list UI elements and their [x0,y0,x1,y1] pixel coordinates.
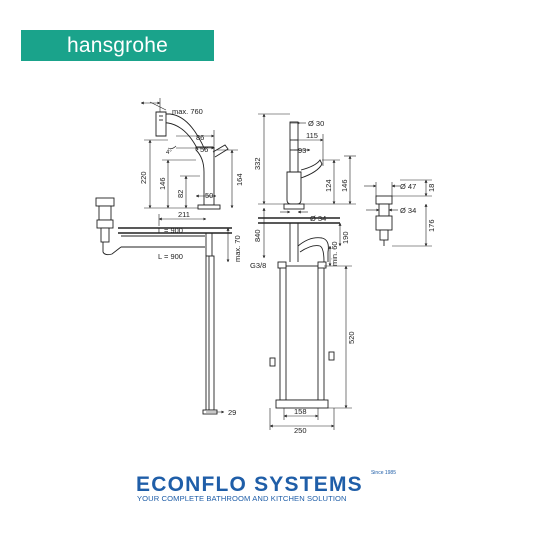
dim-max-70: max. 70 [233,235,242,262]
under-sink-box [279,265,325,401]
dim-211: 211 [178,210,190,219]
hansgrohe-logo: hansgrohe [21,30,214,61]
lever [212,144,229,158]
brand-tagline: YOUR COMPLETE BATHROOM AND KITCHEN SOLUT… [137,494,347,503]
base-plate [197,204,221,210]
dim-50: 50 [205,191,213,200]
drain-detail-right [375,195,393,246]
dim-250: 250 [294,426,307,435]
dim-max-760: max. 760 [172,107,203,116]
dim-146-center: 146 [340,179,349,192]
drain-detail-right-dims [364,179,432,247]
dim-115: 115 [306,131,318,140]
side-view-left-labels: max. 760 86 56 220 146 82 164 50 211 max… [139,107,244,417]
drain-detail-right-labels: Ø 47 18 Ø 34 176 [400,182,436,232]
pull-out-tube [205,255,215,411]
dim-158: 158 [294,407,307,416]
side-view-left-dims [140,98,238,414]
dim-176: 176 [427,219,436,232]
dim-220: 220 [139,171,148,184]
dim-18: 18 [427,184,436,192]
hose-length-1: L = 900 [158,226,183,235]
faucet-body [195,146,215,206]
hose-weight [95,197,115,207]
hose-length-2: L = 900 [158,252,183,261]
dim-124: 124 [324,179,333,192]
dim-332: 332 [253,157,262,170]
dim-82: 82 [176,190,185,198]
dim-dia-34-center: Ø 34 [310,214,326,223]
dim-dia-47: Ø 47 [400,182,416,191]
dim-520: 520 [347,331,356,344]
dim-190: 190 [341,231,350,244]
dim-min-60: min. 60 [330,241,339,266]
dim-840: 840 [253,229,262,242]
dim-164: 164 [235,173,244,186]
dim-29: 29 [228,408,236,417]
dim-dia-34-right: Ø 34 [400,206,416,215]
dim-56: 56 [200,145,208,154]
front-hoses [297,237,329,262]
dim-146: 146 [158,177,167,190]
dim-93: 93 [298,146,306,155]
front-view-center-dims [258,113,356,430]
dim-86: 86 [196,133,204,142]
brand-name: ECONFLO SYSTEMS [136,473,363,496]
side-view-left [95,111,232,415]
spray-head [155,111,167,137]
econflo-brand: Since 1985 ECONFLO SYSTEMS YOUR COMPLETE… [136,470,398,510]
brand-since: Since 1985 [370,470,396,476]
angle-mark: 4° [166,150,172,156]
thread-size: G3/8 [250,261,266,270]
front-view-center-labels: Ø 30 115 93 332 124 146 Ø 34 840 190 min… [250,119,356,435]
dim-dia-30: Ø 30 [308,119,324,128]
front-spout [289,121,299,173]
logo-text: hansgrohe [66,33,169,57]
front-lever [300,159,323,179]
front-view-center [258,121,340,409]
